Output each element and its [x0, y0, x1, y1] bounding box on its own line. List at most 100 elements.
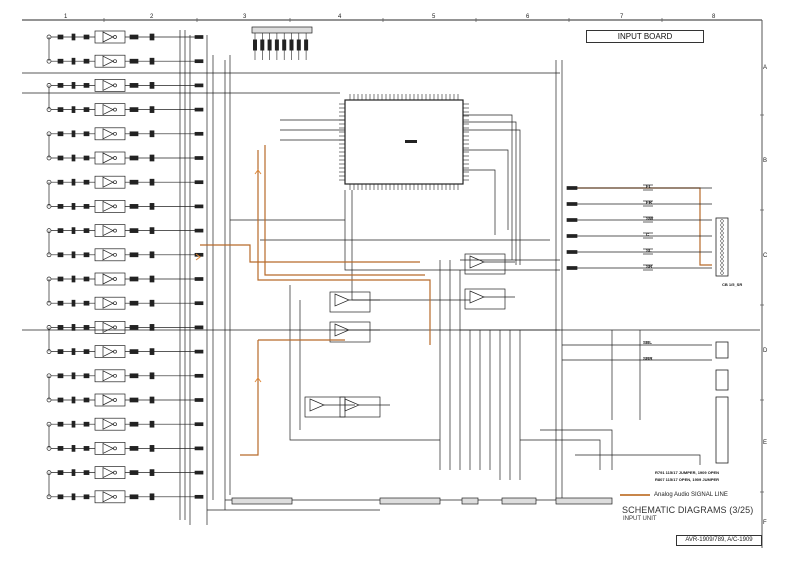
pin	[720, 267, 724, 271]
opamp	[329, 291, 380, 313]
input-stage	[46, 248, 204, 262]
channel-label-sr: SR	[646, 264, 653, 269]
bus-lines	[22, 35, 760, 525]
opamp	[339, 396, 390, 418]
model-label: AVR-1909/789, A/C-1909	[676, 535, 762, 546]
input-stage	[46, 345, 204, 358]
column-label: 6	[526, 14, 530, 20]
bottom-connector	[555, 497, 613, 505]
input-stage	[46, 490, 204, 504]
connector-sb	[715, 341, 729, 464]
channel-label-fl: FL	[646, 184, 652, 189]
input-stage	[46, 417, 204, 449]
diagram-subtitle: INPUT UNIT	[623, 516, 657, 522]
opamp-blocks	[304, 253, 515, 418]
buffer	[566, 266, 578, 270]
row-label: F	[763, 520, 767, 526]
legend-swatch	[620, 494, 650, 496]
opamp	[329, 321, 380, 343]
resistor	[296, 39, 301, 51]
pin	[720, 251, 724, 255]
pin	[720, 255, 724, 259]
column-label: 7	[620, 14, 624, 20]
pin	[720, 223, 724, 227]
pin	[720, 231, 724, 235]
row-label: D	[763, 348, 768, 354]
input-stage	[46, 272, 204, 303]
pin	[720, 243, 724, 247]
buffer	[566, 218, 578, 222]
pin	[720, 219, 724, 223]
input-stage	[46, 393, 204, 407]
bottom-connector	[461, 497, 479, 505]
column-label: 1	[64, 14, 68, 20]
pin	[720, 247, 724, 251]
main-ic	[339, 94, 469, 190]
input-stage	[46, 369, 204, 400]
jumper-note-1: R791 115/17 JUMPER, 1909 OPEN	[655, 470, 720, 475]
buffer	[566, 186, 578, 190]
row-label: B	[763, 158, 768, 164]
bottom-connectors	[231, 497, 613, 505]
signal-arrow-icons	[195, 169, 262, 383]
pin	[720, 235, 724, 239]
pin	[720, 227, 724, 231]
row-label: A	[763, 65, 768, 71]
column-label: 8	[712, 14, 716, 20]
input-stage	[46, 103, 204, 116]
input-stage	[46, 296, 204, 310]
pin	[720, 239, 724, 243]
resistor	[274, 39, 279, 51]
board-title: INPUT BOARD	[586, 30, 704, 43]
channel-label-c: C	[646, 232, 650, 237]
resistor	[260, 39, 265, 51]
opamp	[464, 288, 515, 310]
bottom-connector	[501, 497, 537, 505]
output-connector-cb	[715, 217, 729, 277]
jumper-note-2: R807 115/17 OPEN, 1909 JUMPER	[655, 477, 720, 482]
input-stage	[46, 224, 204, 255]
pin	[720, 271, 724, 275]
input-stage	[46, 321, 204, 352]
opamp	[464, 253, 515, 275]
row-label: C	[763, 253, 768, 259]
opamp	[304, 396, 355, 418]
channel-output-lines	[562, 184, 712, 361]
input-stage	[46, 54, 204, 68]
input-stage	[46, 151, 204, 165]
column-label: 3	[243, 14, 247, 20]
input-stage	[46, 442, 204, 455]
buffer	[566, 202, 578, 206]
resistor	[267, 39, 272, 51]
input-stage-array	[46, 30, 204, 520]
resistor	[253, 39, 257, 51]
buffer	[566, 234, 578, 238]
channel-label-fr: FR	[646, 200, 652, 205]
input-stage	[46, 127, 204, 158]
legend-label: Analog Audio SIGNAL LINE	[654, 492, 728, 498]
legend: Analog Audio SIGNAL LINE	[620, 492, 728, 498]
input-stage	[46, 175, 204, 207]
channel-label-sbr: SBR	[643, 356, 653, 361]
channel-label-sbl: SBL	[643, 340, 652, 345]
column-label: 2	[150, 14, 154, 20]
resistor	[304, 39, 309, 51]
sheet-frame	[22, 18, 764, 548]
top-connector	[251, 26, 313, 60]
buffer	[566, 250, 578, 254]
pin	[720, 263, 724, 267]
row-label: E	[763, 440, 768, 446]
input-stage	[46, 79, 204, 110]
pin	[720, 259, 724, 263]
channel-label-sl: SL	[646, 248, 652, 253]
bottom-connector	[231, 497, 293, 505]
bottom-connector	[379, 497, 441, 505]
channel-label-sw: SW	[646, 216, 654, 221]
resistor	[289, 39, 294, 51]
connector-label: CB 1/5_SR	[722, 282, 743, 287]
input-stage	[46, 466, 204, 497]
column-label: 5	[432, 14, 436, 20]
input-stage	[46, 200, 204, 213]
input-stage	[46, 30, 204, 61]
